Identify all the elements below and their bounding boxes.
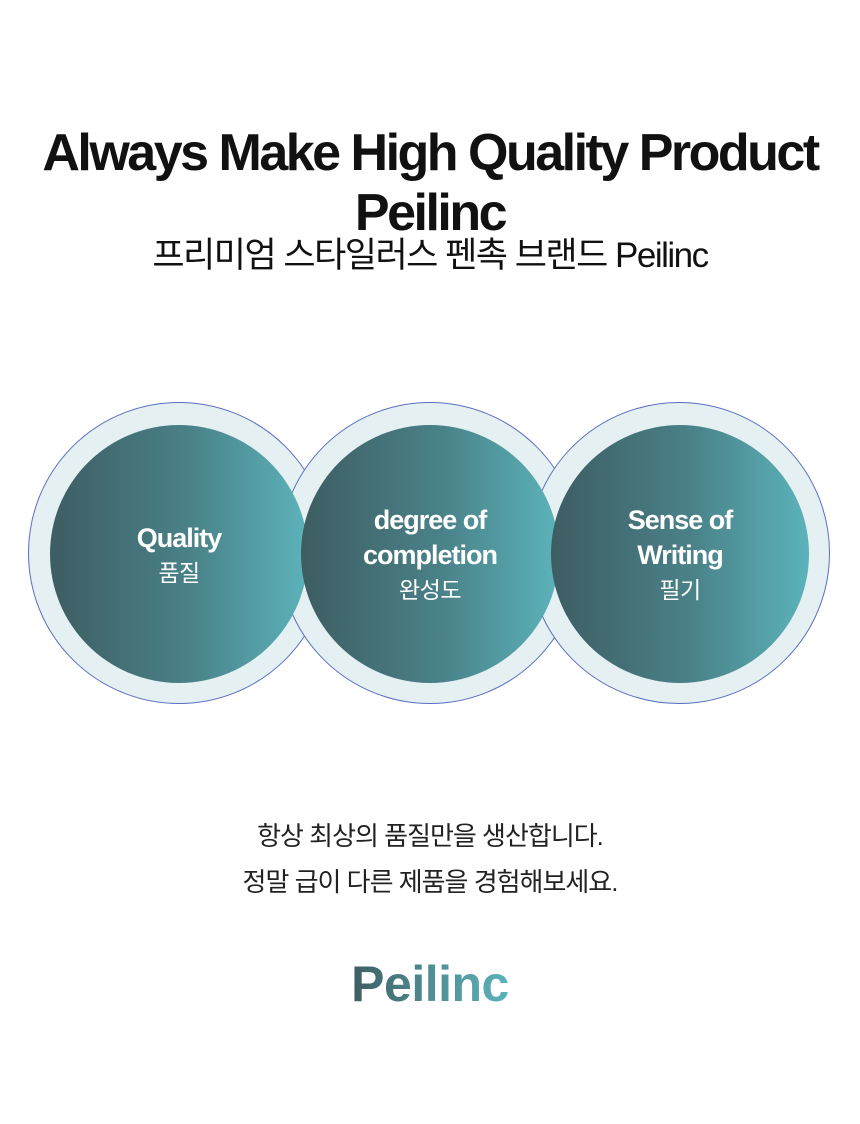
headline-line-2: Peilinc [354,183,508,242]
feature-circle-quality: Quality 품질 [50,425,308,683]
feature-circle-completion: degree of completion 완성도 [301,425,559,683]
feature-circles: Quality 품질 degree of completion 완성도 Sens… [0,395,860,715]
feature-subtitle: 품질 [158,559,200,586]
feature-title: Sense of Writing [627,505,734,570]
feature-title: Quality [136,522,223,553]
body-line-1: 항상 최상의 품질만을 생산합니다. [257,821,604,851]
headline: Always Make High Quality Product Peilinc [0,123,860,243]
brand-logo-text: Peilinc [0,952,860,1016]
feature-title: degree of completion [362,505,498,570]
feature-subtitle: 필기 [659,577,701,603]
subtitle: 프리미엄 스타일러스 펜촉 브랜드 Peilinc [152,236,709,275]
brand-name: Peilinc [351,956,509,1012]
body-copy: 항상 최상의 품질만을 생산합니다. 정말 급이 다른 제품을 경험해보세요. [0,813,860,905]
body-line-2: 정말 급이 다른 제품을 경험해보세요. [242,867,619,897]
feature-circle-writing: Sense of Writing 필기 [551,425,809,683]
headline-line-1: Always Make High Quality Product [42,123,820,182]
feature-subtitle: 완성도 [399,577,461,603]
